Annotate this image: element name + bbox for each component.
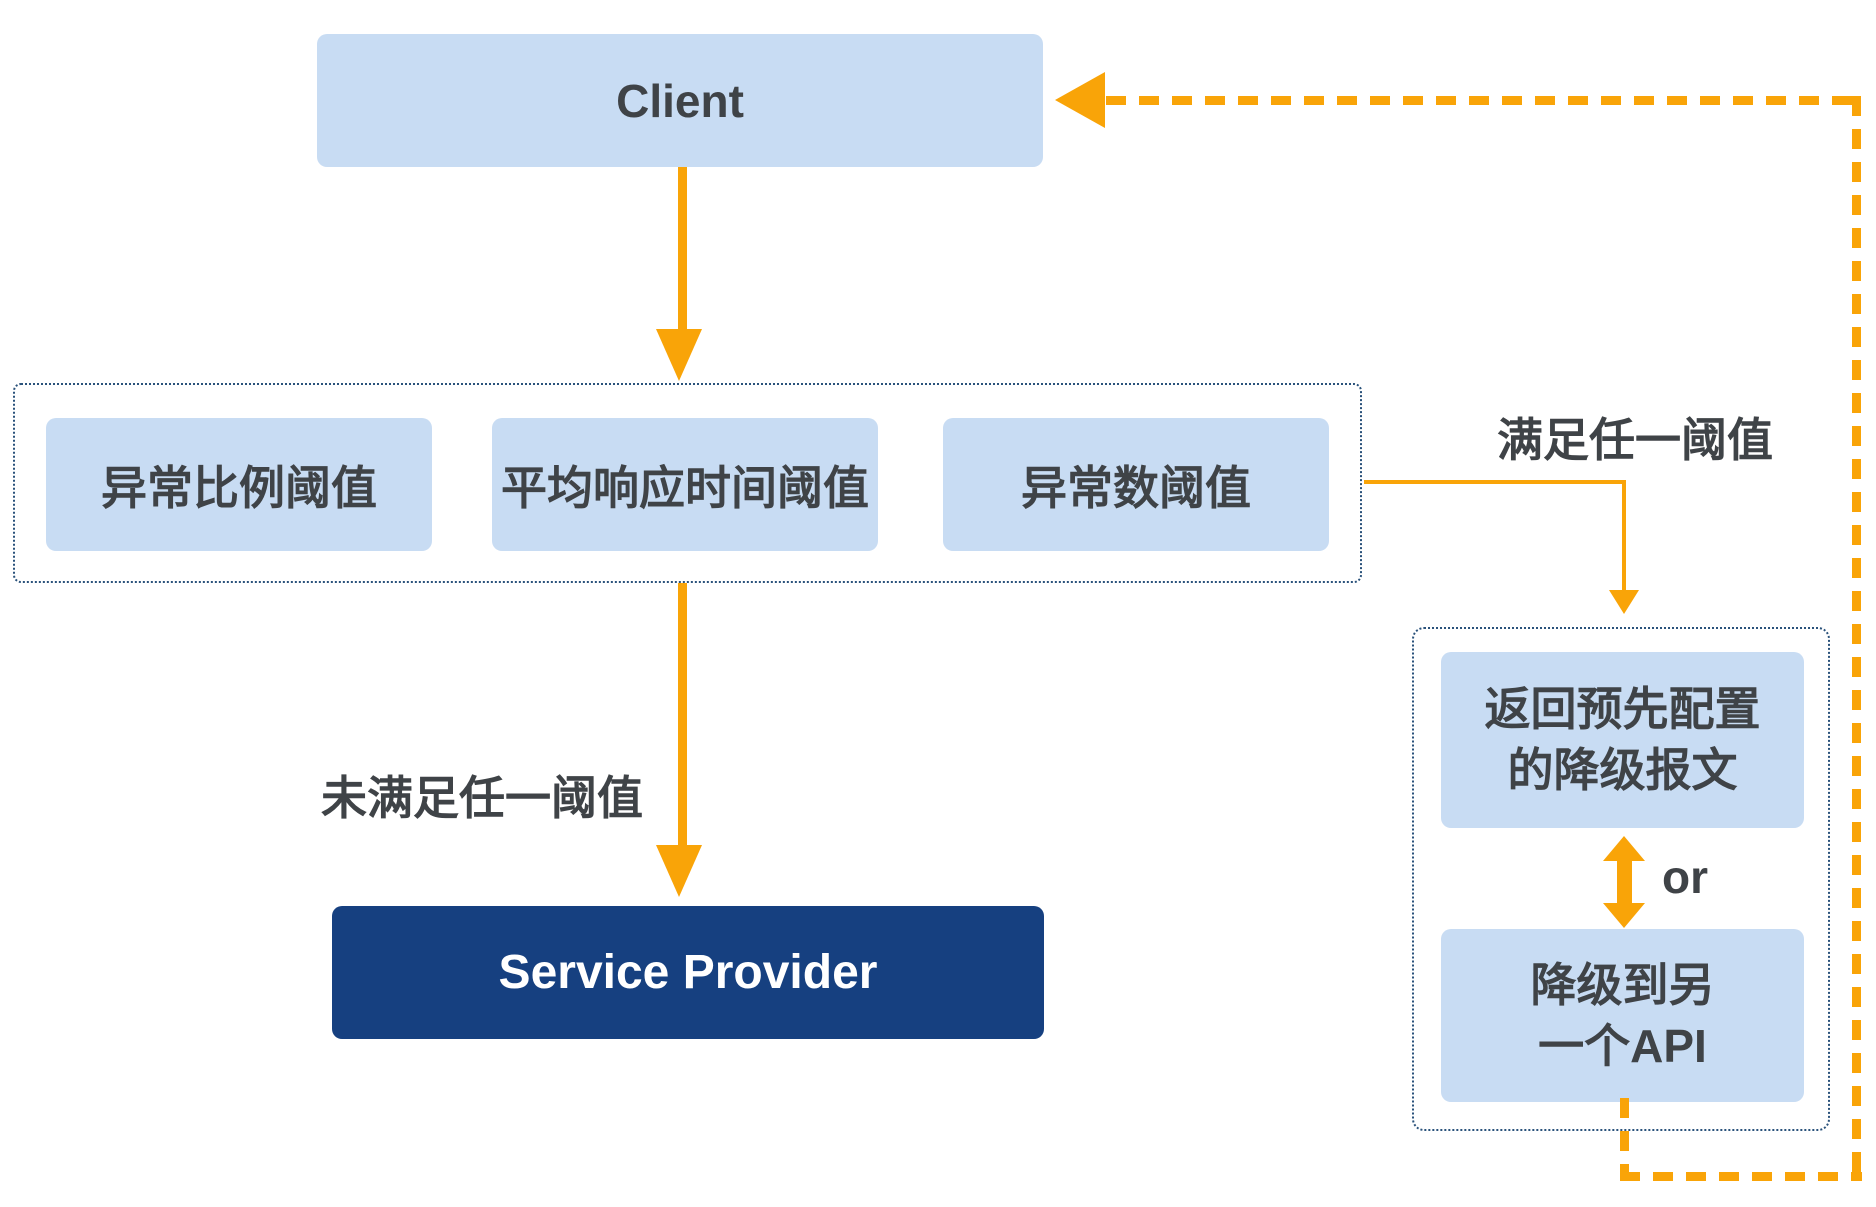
fallback-or-arrow-shaft	[1617, 858, 1632, 906]
threshold-node-exception-count: 异常数阈值	[943, 418, 1329, 551]
client-to-thresholds-arrow-shaft	[678, 167, 687, 329]
meet-any-threshold-label: 满足任一阈值	[1497, 414, 1773, 466]
threshold-node-avg-response-time: 平均响应时间阈值	[492, 418, 878, 551]
return-path-bottom-horizontal	[1620, 1172, 1862, 1181]
thresholds-to-fallback-connector-horizontal	[1364, 480, 1626, 484]
threshold-node-exception-ratio: 异常比例阈值	[46, 418, 432, 551]
return-path-top-horizontal	[1106, 96, 1862, 105]
threshold-node-exception-ratio-label: 异常比例阈值	[101, 461, 377, 514]
threshold-node-avg-response-time-label: 平均响应时间阈值	[501, 461, 869, 514]
thresholds-to-fallback-connector-vertical	[1622, 480, 1626, 590]
service-provider-node: Service Provider	[332, 906, 1044, 1039]
return-path-arrowhead-icon	[1055, 72, 1105, 128]
thresholds-to-fallback-arrowhead-icon	[1609, 590, 1639, 614]
or-label: or	[1662, 851, 1708, 903]
not-meet-any-threshold-label: 未满足任一阈值	[321, 772, 643, 824]
client-node: Client	[317, 34, 1043, 167]
fallback-node-preconfigured-response: 返回预先配置 的降级报文	[1441, 652, 1804, 828]
fallback-node-preconfigured-response-line2: 的降级报文	[1507, 744, 1738, 796]
return-path-stub-vertical	[1620, 1098, 1629, 1178]
fallback-or-arrowhead-up-icon	[1603, 836, 1645, 861]
fallback-node-another-api: 降级到另 一个API	[1441, 929, 1804, 1102]
thresholds-to-provider-arrowhead-icon	[656, 845, 702, 897]
fallback-node-another-api-line1: 降级到另	[1530, 958, 1715, 1011]
service-provider-node-label: Service Provider	[498, 946, 878, 999]
thresholds-group-container	[13, 383, 1362, 583]
client-to-thresholds-arrowhead-icon	[656, 329, 702, 381]
threshold-node-exception-count-label: 异常数阈值	[1021, 461, 1251, 514]
return-path-right-vertical	[1852, 96, 1861, 1182]
fallback-or-arrowhead-down-icon	[1603, 903, 1645, 928]
fallback-node-another-api-line2: 一个API	[1538, 1019, 1707, 1072]
thresholds-to-provider-arrow-shaft	[678, 583, 687, 845]
fallback-node-preconfigured-response-line1: 返回预先配置	[1484, 683, 1761, 736]
client-node-label: Client	[616, 74, 744, 127]
